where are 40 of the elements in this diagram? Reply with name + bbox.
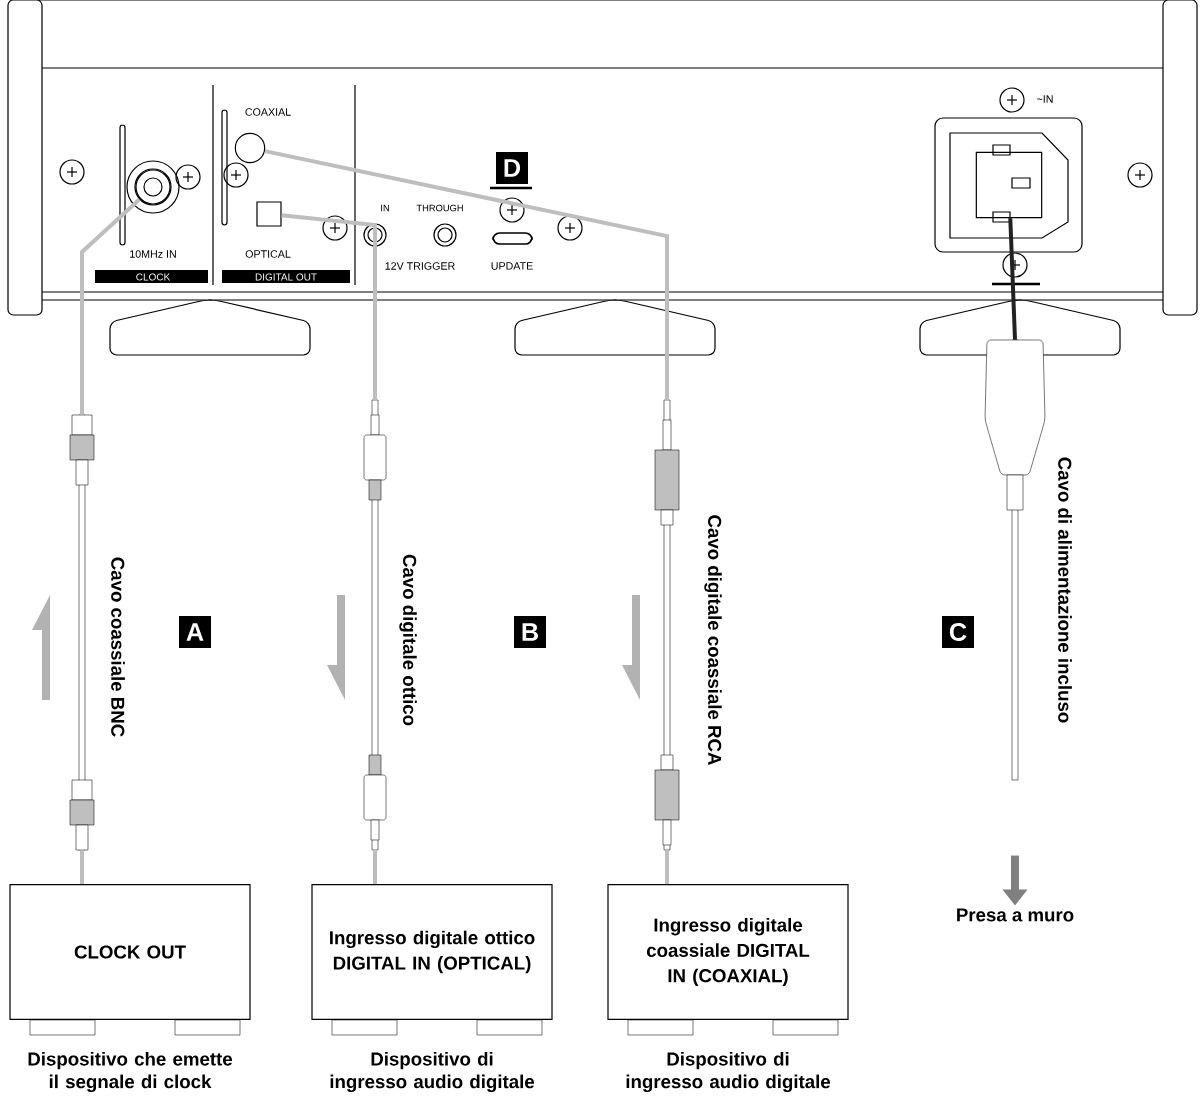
panel-label: ~IN — [1037, 95, 1053, 103]
panel-label: OPTICAL — [245, 250, 291, 258]
letter-badge: D — [496, 152, 528, 184]
jack — [134, 168, 172, 206]
jack — [975, 151, 1043, 219]
cable-label: Cavo digitale coassiale RCA — [704, 515, 722, 765]
connection-line — [281, 213, 377, 400]
letter-badge: C — [942, 616, 974, 648]
cable-label: Cavo di alimentazione incluso — [1058, 457, 1072, 723]
device-box: CLOCK OUT — [9, 884, 251, 1036]
device-caption: Dispositivo che emette il segnale di clock — [28, 1051, 233, 1093]
letter-badge: A — [179, 616, 211, 648]
device-box: Ingresso digitale coassiale DIGITAL IN (COAXIAL) — [607, 884, 849, 1036]
section-label: CLOCK — [136, 273, 171, 281]
cable-drawing — [363, 399, 387, 851]
connection-line — [1008, 218, 1017, 340]
device-box: Ingresso digitale ottico DIGITAL IN (OPTICAL) — [311, 884, 553, 1036]
panel-label: IN — [381, 204, 389, 212]
device-caption: Dispositivo di ingresso audio digitale — [330, 1051, 535, 1093]
cable-drawing — [984, 339, 1046, 781]
device-caption: Dispositivo di ingresso audio digitale — [626, 1051, 831, 1093]
outlet-label: Presa a muro — [957, 908, 1074, 922]
connection-line — [80, 198, 141, 415]
cable-drawing — [69, 414, 95, 851]
connection-line — [80, 850, 84, 885]
jack — [256, 201, 282, 227]
panel-label: UPDATE — [491, 262, 533, 270]
connection-line — [373, 850, 377, 885]
section-label: DIGITAL OUT — [255, 273, 317, 281]
cable-drawing — [654, 399, 680, 851]
cable-label: Cavo digitale ottico — [399, 554, 417, 726]
panel-label: THROUGH — [416, 204, 463, 212]
panel-label: 12V TRIGGER — [385, 262, 455, 270]
cable-label: Cavo coassiale BNC — [111, 557, 125, 737]
letter-badge: B — [514, 616, 546, 648]
panel-label: 10MHz IN — [130, 250, 176, 258]
connection-line — [665, 850, 669, 885]
panel-label: COAXIAL — [245, 108, 291, 116]
connection-line — [264, 149, 669, 400]
jack — [234, 132, 266, 164]
